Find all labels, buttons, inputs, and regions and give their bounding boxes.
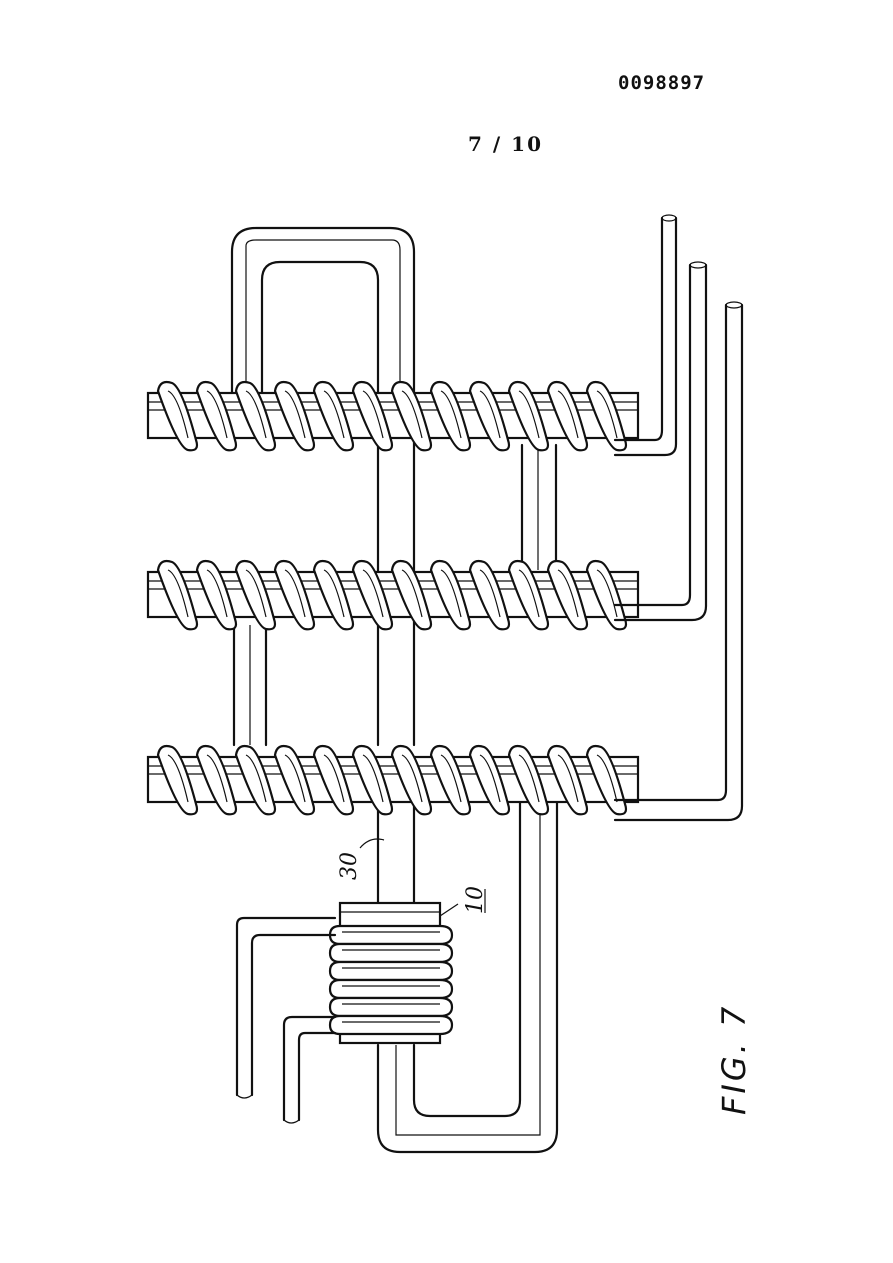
helix-turn-highlight: [362, 754, 384, 803]
helix-turn-highlight: [284, 390, 306, 439]
helix-turn-highlight: [284, 569, 306, 618]
callout-30: 30: [337, 838, 385, 880]
lead-wire-2: [613, 261, 708, 622]
vertical-tube-30: [376, 428, 559, 1154]
helix-turn-highlight: [245, 569, 267, 618]
coil-leads: [235, 916, 337, 1124]
helix-turn-highlight: [401, 754, 423, 803]
helix-turn-highlight: [323, 754, 345, 803]
helix-turn-highlight: [518, 754, 540, 803]
figure-label: FIG. 7: [715, 1004, 753, 1115]
helix-turn-highlight: [401, 390, 423, 439]
coil-turn: [328, 1014, 454, 1036]
helix-turn-highlight: [401, 569, 423, 618]
sheet-number: 7 / 10: [468, 132, 543, 156]
helix-turn-highlight: [206, 569, 228, 618]
helix-winding-3: [156, 744, 628, 816]
helix-winding-2: [156, 559, 628, 631]
helix-turn-highlight: [167, 390, 189, 439]
helix-turn-highlight: [206, 754, 228, 803]
helix-turn-highlight: [245, 390, 267, 439]
helix-turn-highlight: [557, 390, 579, 439]
helix-turn-highlight: [518, 569, 540, 618]
helix-turn-highlight: [323, 390, 345, 439]
helix-turn-highlight: [557, 754, 579, 803]
helix-winding-1: [156, 380, 628, 452]
callout-label-tube: 30: [337, 852, 362, 880]
coil-turn: [328, 960, 454, 982]
helix-turn-highlight: [440, 754, 462, 803]
helix-turn-highlight: [479, 390, 501, 439]
helix-turn-highlight: [479, 754, 501, 803]
helix-turn-highlight: [323, 569, 345, 618]
upper-tube-loop: [230, 226, 416, 397]
coil-turn: [328, 942, 454, 964]
helix-turn-highlight: [557, 569, 579, 618]
helix-turn-highlight: [206, 390, 228, 439]
helix-turn-highlight: [362, 390, 384, 439]
helix-turn-highlight: [167, 569, 189, 618]
helix-turn-highlight: [245, 754, 267, 803]
helix-turn-highlight: [440, 390, 462, 439]
helix-turn-highlight: [479, 569, 501, 618]
connector-tube-right: [520, 443, 558, 572]
helix-turn-highlight: [596, 754, 618, 803]
helix-turn-highlight: [596, 390, 618, 439]
core-coil: [328, 924, 454, 1036]
lead-wire-3: [613, 301, 744, 822]
helix-turn-highlight: [167, 754, 189, 803]
coil-turn: [328, 996, 454, 1018]
helix-turn-highlight: [362, 569, 384, 618]
callout-label-core: 10: [463, 886, 488, 914]
helix-turn-highlight: [596, 569, 618, 618]
helix-turn-highlight: [284, 754, 306, 803]
callout-10: 10: [439, 886, 488, 917]
connector-tube-left: [232, 623, 268, 747]
coil-turn: [328, 924, 454, 946]
coil-turn: [328, 978, 454, 1000]
document-number: 0098897: [618, 72, 706, 94]
helix-turn-highlight: [518, 390, 540, 439]
lead-wire-1: [613, 214, 678, 457]
helix-turn-highlight: [440, 569, 462, 618]
